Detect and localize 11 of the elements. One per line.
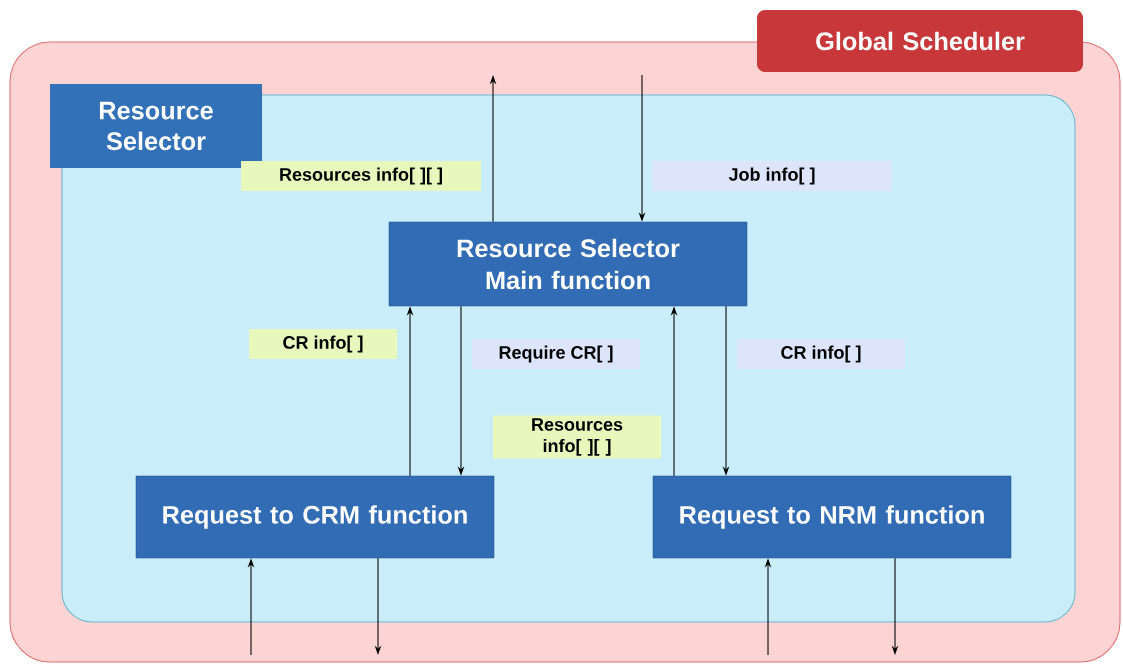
process-box: Resource Selector Main function: [388, 221, 748, 307]
edge-label: Resources info[ ][ ]: [493, 415, 661, 459]
edge-label: CR info[ ]: [249, 329, 397, 359]
title-tab: Resource Selector: [50, 84, 262, 168]
edge-label: CR info[ ]: [737, 339, 905, 369]
title-tab: Global Scheduler: [757, 10, 1083, 72]
process-box: Request to CRM function: [135, 475, 495, 559]
edge-label: Require CR[ ]: [472, 339, 640, 369]
process-box: Request to NRM function: [652, 475, 1012, 559]
edge-label: Job info[ ]: [652, 161, 892, 191]
edge-label: Resources info[ ][ ]: [241, 161, 481, 191]
